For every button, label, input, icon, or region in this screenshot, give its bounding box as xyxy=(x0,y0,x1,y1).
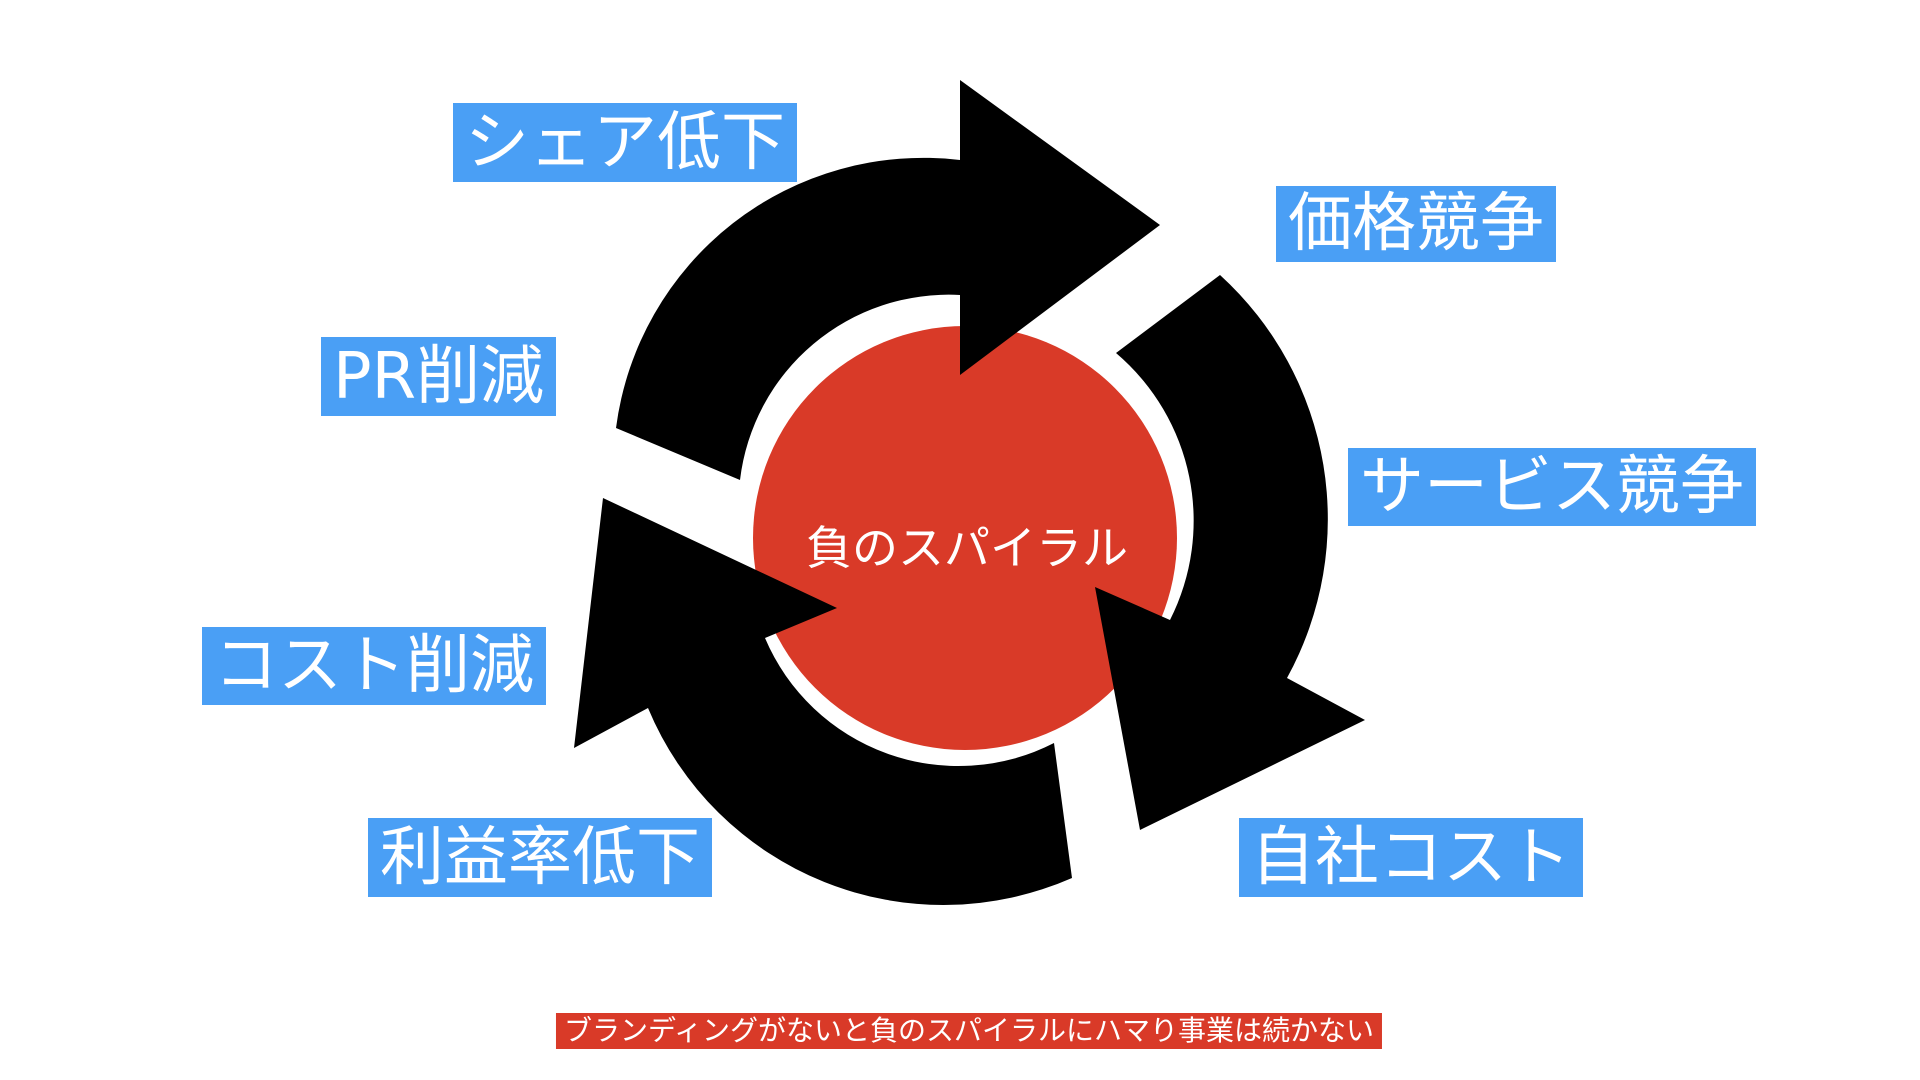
center-label: 負のスパイラル xyxy=(806,521,1128,575)
cycle-arrow-right xyxy=(1095,275,1365,830)
label-in-house-cost: 自社コスト xyxy=(1239,818,1583,897)
footer-note: ブランディングがないと負のスパイラルにハマり事業は続かない xyxy=(555,1013,1383,1049)
label-price-competition: 価格競争 xyxy=(1276,186,1556,262)
label-cost-reduction: コスト削減 xyxy=(202,627,546,705)
label-pr-reduction: PR削減 xyxy=(321,337,557,416)
cycle-arrow-bottom-left xyxy=(574,498,1072,905)
cycle-arrow-top xyxy=(616,80,1160,480)
label-service-competition: サービス競争 xyxy=(1348,448,1756,526)
label-margin-decline: 利益率低下 xyxy=(368,818,712,897)
label-share-decline: シェア低下 xyxy=(453,103,797,182)
center-circle xyxy=(753,326,1177,750)
